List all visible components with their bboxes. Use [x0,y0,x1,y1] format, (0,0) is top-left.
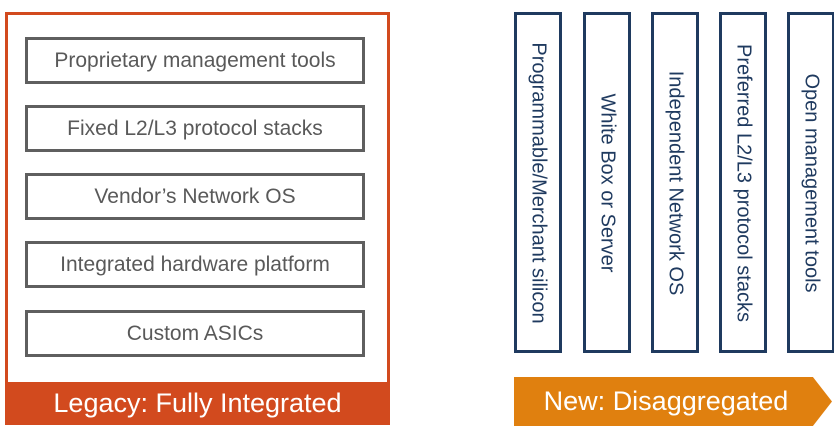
new-column-label: Open management tools [800,72,823,293]
new-column-label: White Box or Server [596,93,619,272]
new-column-network-os: Independent Network OS [651,12,699,353]
legacy-layer-custom-asics: Custom ASICs [25,310,365,357]
new-column-silicon: Programmable/Merchant silicon [514,12,562,353]
legacy-layer-network-os: Vendor’s Network OS [25,173,365,220]
new-column-label: Programmable/Merchant silicon [527,41,550,324]
legacy-banner: Legacy: Fully Integrated [5,382,390,425]
new-banner-arrow: New: Disaggregated [514,377,832,426]
new-column-management-tools: Open management tools [787,12,834,353]
legacy-layer-hardware-platform: Integrated hardware platform [25,241,365,288]
new-column-protocol-stacks: Preferred L2/L3 protocol stacks [719,12,767,353]
new-column-label: Independent Network OS [664,70,687,295]
legacy-layer-management-tools: Proprietary management tools [25,37,365,84]
new-column-white-box: White Box or Server [583,12,631,353]
legacy-layer-protocol-stacks: Fixed L2/L3 protocol stacks [25,105,365,152]
new-column-label: Preferred L2/L3 protocol stacks [732,43,755,322]
